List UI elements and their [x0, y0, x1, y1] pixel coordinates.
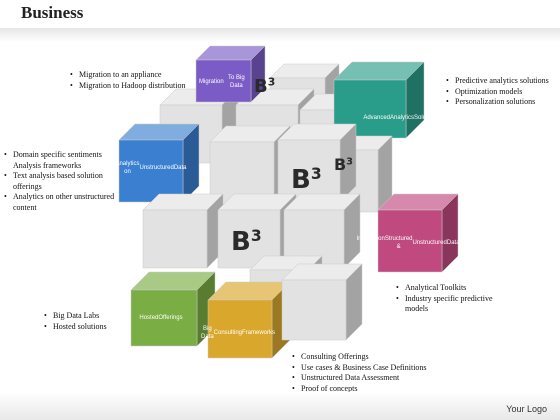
- bullet-item: Text analysis based solution offerings: [4, 171, 122, 192]
- bullet-item: Predictive analytics solutions: [446, 76, 556, 87]
- bullet-item: Personalization solutions: [446, 97, 556, 108]
- cube-gold-front: [207, 299, 273, 359]
- cube-mid-1-front: [209, 141, 275, 205]
- bullet-item: Hosted solutions: [44, 322, 134, 333]
- bullet-item: Industry specific predictive models: [396, 294, 516, 315]
- bullet-item: Domain specific sentiments Analysis fram…: [4, 150, 122, 171]
- cube-label-pink: Integration of Structured & Unstructured…: [356, 236, 460, 250]
- cube-blue-front: [118, 139, 184, 203]
- header-band: [0, 28, 560, 42]
- cube-label-green: Hosted Offerings: [139, 315, 183, 321]
- cube-label-gold: Big Data Consulting Frameworks: [200, 325, 276, 340]
- logo-text: Your Logo: [506, 404, 547, 414]
- bullet-item: Use cases & Business Case Definitions: [292, 363, 482, 374]
- cube-green-front: [130, 289, 198, 347]
- cube-mid-2-front: [277, 139, 341, 203]
- bullet-item: Migration to an appliance: [70, 70, 200, 81]
- bullets-hosted: Big Data Labs Hosted solutions: [44, 311, 134, 332]
- cube-label-blue: Analytics on Unstructured Data: [115, 161, 187, 175]
- cube-bottom-front-front: [281, 279, 347, 341]
- bullet-item: Analytical Toolkits: [396, 283, 516, 294]
- bullet-item: Optimization models: [446, 87, 556, 98]
- cube-pink-front: [377, 209, 443, 273]
- slide-title: Business: [21, 3, 84, 22]
- bullets-advanced-analytics: Predictive analytics solutions Optimizat…: [446, 76, 556, 108]
- bullet-item: Analytics on other unstructured content: [4, 192, 122, 213]
- cube-label-teal: Advanced Analytics Solutions: [363, 115, 439, 121]
- bullets-migration: Migration to an appliance Migration to H…: [70, 70, 200, 91]
- bullets-analytics-unstructured: Domain specific sentiments Analysis fram…: [4, 150, 122, 213]
- cube-label-purple: Migration To Big Data: [199, 75, 245, 89]
- bullet-item: Consulting Offerings: [292, 352, 482, 363]
- bullet-item: Unstructured Data Assessment: [292, 373, 482, 384]
- bullets-consulting: Consulting Offerings Use cases & Busines…: [292, 352, 482, 394]
- cube-low-1-front: [142, 209, 208, 269]
- bullet-item: Proof of concepts: [292, 384, 482, 395]
- bullets-integration: Analytical Toolkits Industry specific pr…: [396, 283, 516, 315]
- bullet-item: Big Data Labs: [44, 311, 134, 322]
- bullet-item: Migration to Hadoop distribution: [70, 81, 200, 92]
- footer-band: [0, 392, 560, 420]
